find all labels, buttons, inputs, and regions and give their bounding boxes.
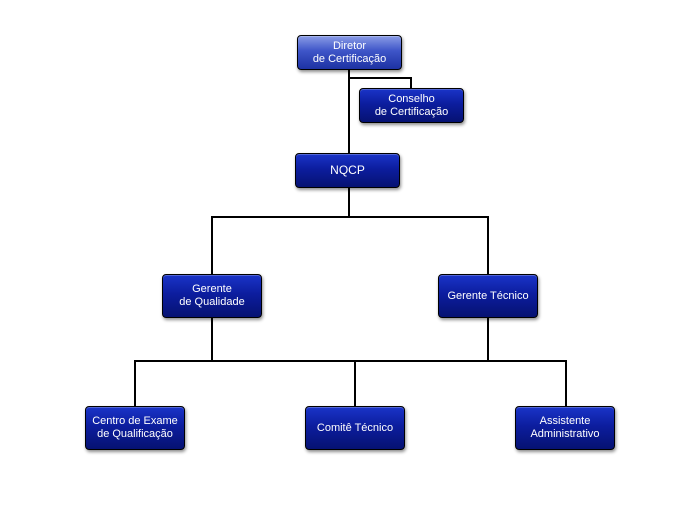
connector-gerente-tecnico-down — [487, 317, 489, 362]
connector-nqcp-down — [348, 187, 350, 218]
connector-diretor-to-nqcp — [348, 69, 350, 153]
connector-staff-bar — [134, 360, 567, 362]
node-centro-de-exame-de-qualificacao: Centro de Exame de Qualificação — [85, 406, 185, 450]
connector-diretor-to-conselho-horizontal — [348, 77, 412, 79]
node-gerente-tecnico: Gerente Técnico — [438, 274, 538, 318]
connector-gerente-qualidade-down — [211, 317, 213, 362]
node-comite-tecnico: Comitê Técnico — [305, 406, 405, 450]
node-gerente-de-qualidade: Gerente de Qualidade — [162, 274, 262, 318]
connector-diretor-to-conselho-vertical — [410, 77, 412, 88]
node-nqcp: NQCP — [295, 153, 400, 188]
node-assistente-administrativo: Assistente Administrativo — [515, 406, 615, 450]
connector-to-gerente-tecnico — [487, 216, 489, 274]
node-conselho-de-certificacao: Conselho de Certificação — [359, 88, 464, 123]
connector-managers-bar — [211, 216, 489, 218]
connector-to-gerente-qualidade — [211, 216, 213, 274]
connector-to-centro-exame — [134, 360, 136, 406]
node-diretor-de-certificacao: Diretor de Certificação — [297, 35, 402, 70]
connector-to-assistente — [565, 360, 567, 406]
connector-to-comite-tecnico — [354, 360, 356, 406]
